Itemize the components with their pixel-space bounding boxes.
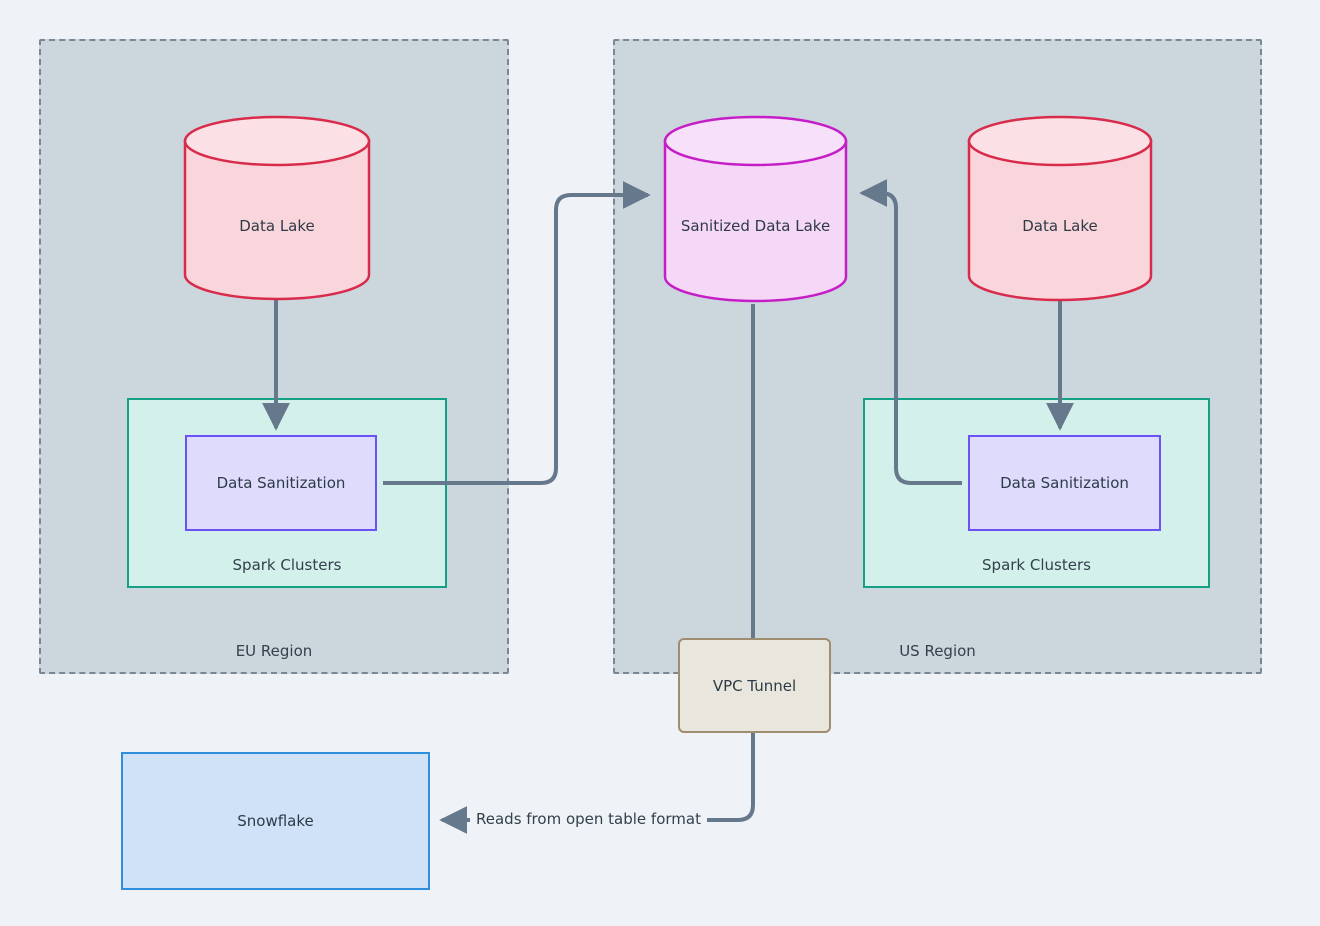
- node-vpc-tunnel-label: VPC Tunnel: [712, 676, 797, 695]
- edge-us-sanitize-to-sanitized-lake: [859, 179, 962, 485]
- node-snowflake[interactable]: Snowflake: [121, 752, 430, 890]
- cylinder-top: [663, 115, 848, 167]
- cylinder-body: [663, 139, 848, 303]
- region-eu-label: EU Region: [235, 642, 313, 660]
- edge-vpc-to-snowflake: [439, 733, 755, 834]
- cylinder-top: [967, 115, 1153, 167]
- node-eu-data-sanitization-label: Data Sanitization: [216, 474, 346, 492]
- node-us-data-sanitization[interactable]: Data Sanitization: [968, 435, 1161, 531]
- node-vpc-tunnel[interactable]: VPC Tunnel: [678, 638, 831, 733]
- edge-label-reads-from-open-table-format: Reads from open table format: [470, 810, 707, 828]
- node-eu-data-sanitization[interactable]: Data Sanitization: [185, 435, 377, 531]
- cluster-eu-spark-label: Spark Clusters: [232, 556, 342, 574]
- cylinder-top: [183, 115, 371, 167]
- node-us-data-lake[interactable]: Data Lake: [967, 115, 1153, 302]
- node-sanitized-data-lake[interactable]: Sanitized Data Lake: [663, 115, 848, 304]
- node-eu-data-lake[interactable]: Data Lake: [183, 115, 371, 301]
- region-us-label: US Region: [899, 642, 976, 660]
- node-us-data-sanitization-label: Data Sanitization: [1000, 474, 1129, 492]
- node-snowflake-label: Snowflake: [237, 812, 314, 830]
- cluster-us-spark-label: Spark Clusters: [982, 556, 1091, 574]
- edge-eu-sanitize-to-sanitized-lake: [383, 181, 651, 485]
- cylinder-body: [183, 139, 371, 301]
- cylinder-body: [967, 139, 1153, 302]
